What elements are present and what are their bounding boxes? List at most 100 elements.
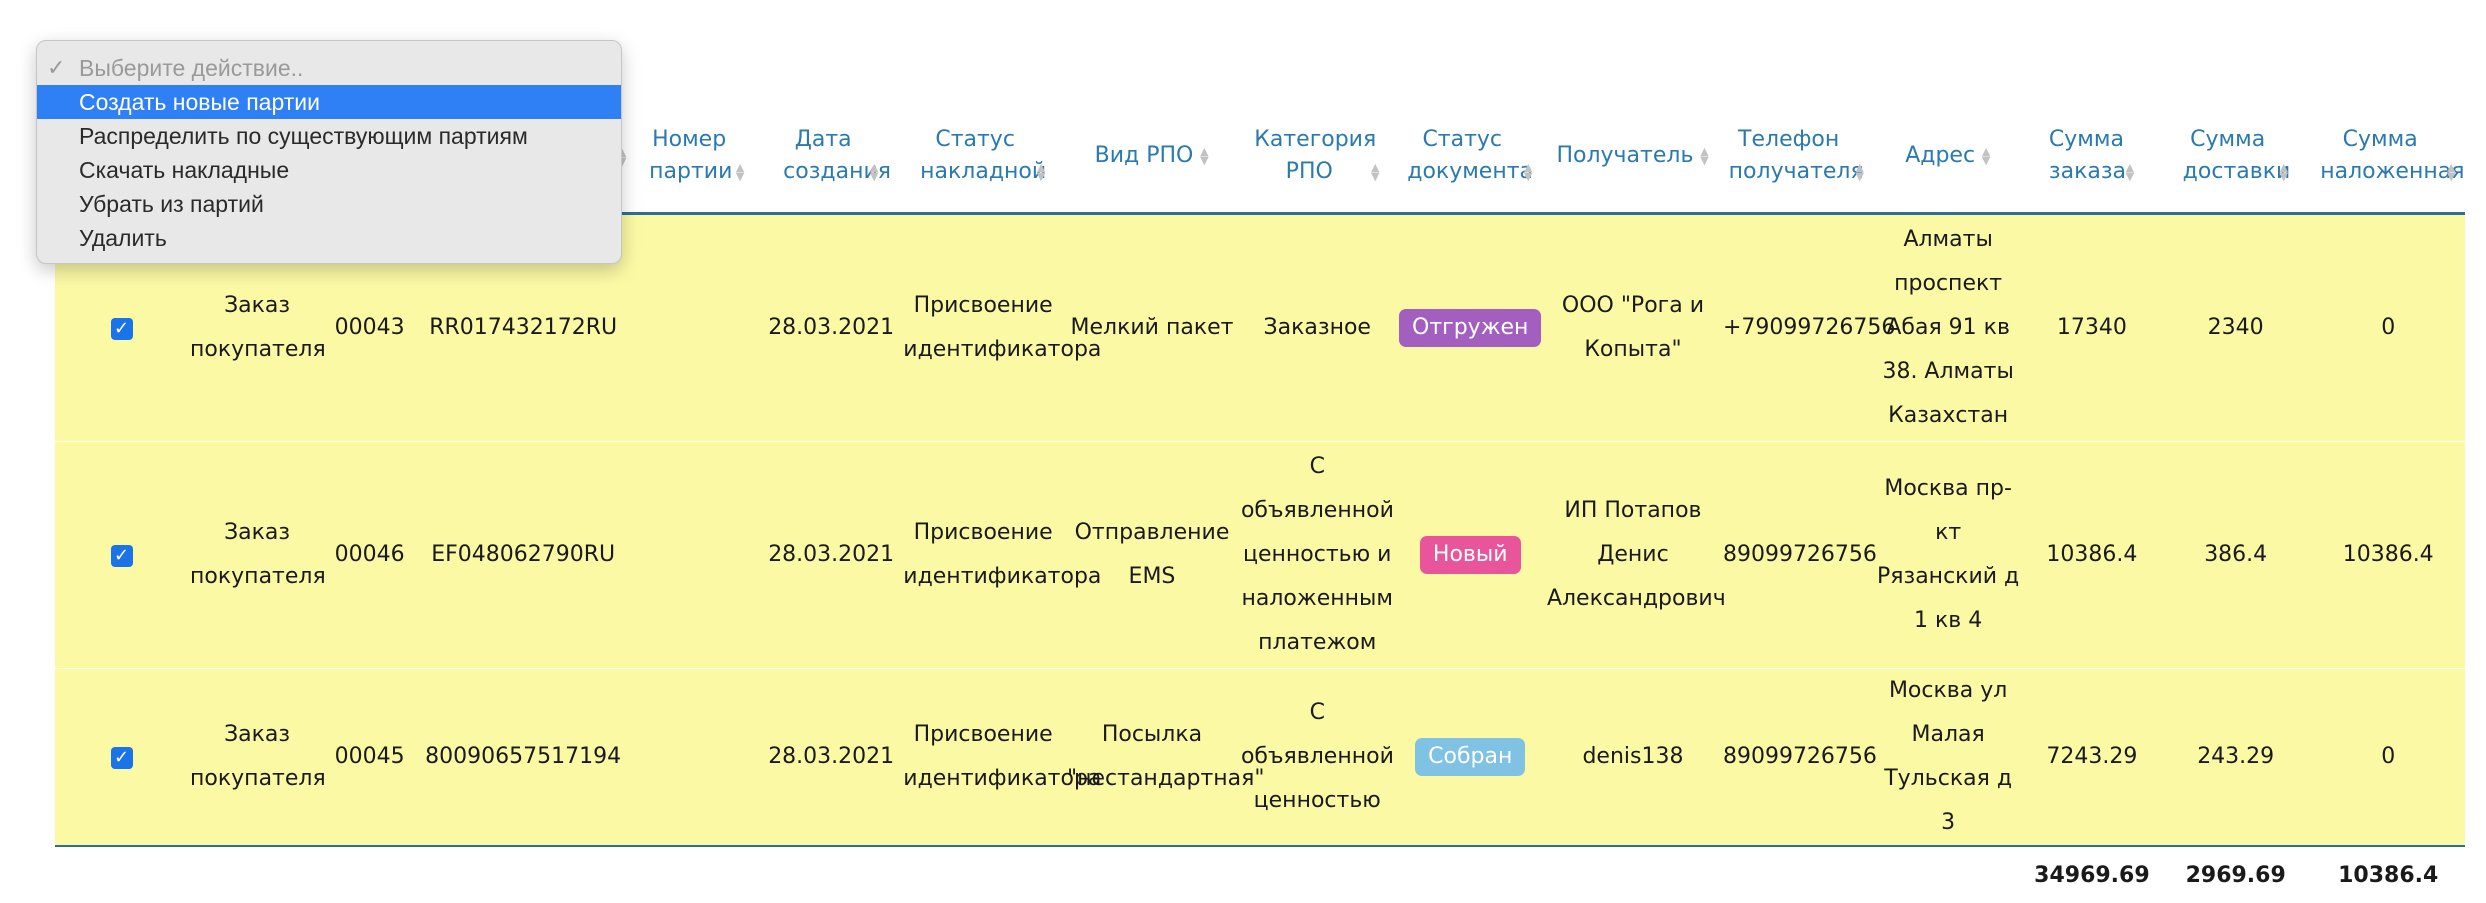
header-label: Номер партии [649,127,733,184]
header-address[interactable]: Адрес▲▼ [1872,100,2024,215]
address-cell: Алматы проспект Абая 91 кв 38. Алматы Ка… [1872,213,2024,442]
address-cell: Москва ул Малая Тульская д 3 [1872,668,2024,847]
rpo-category-cell: С объявленной ценностью [1238,668,1396,847]
header-label: Сумма доставки [2182,127,2291,184]
total-delivery-sum: 2969.69 [2159,846,2312,903]
sort-arrows-icon[interactable]: ▲▼ [1371,161,1380,183]
menu-item-distribute-batches[interactable]: Распределить по существующим партиям [37,119,621,153]
header-rpo-type[interactable]: Вид РПО ▲▼ [1065,100,1239,215]
header-label: Адрес [1905,143,1976,168]
sort-arrows-icon[interactable]: ▲▼ [1855,161,1864,183]
menu-item-label: Создать новые партии [79,89,320,115]
sort-arrows-icon[interactable]: ▲▼ [2279,161,2288,183]
sort-arrows-icon[interactable]: ▲▼ [617,146,627,168]
menu-item-download-waybills[interactable]: Скачать накладные [37,153,621,187]
doc-status-cell: Собран [1395,668,1545,847]
sort-arrows-icon[interactable]: ▲▼ [869,161,879,183]
date-cell: 28.03.2021 [761,213,902,442]
menu-item-delete[interactable]: Удалить [37,221,621,255]
rpo-type-cell: Мелкий пакет [1065,213,1239,442]
menu-item-label: Скачать накладные [79,157,290,183]
header-label: Сумма заказа [2048,127,2127,184]
action-dropdown-menu[interactable]: ✓ Выберите действие.. Создать новые парт… [36,40,622,264]
header-recipient-phone[interactable]: Телефон получателя▲▼ [1720,100,1873,215]
tracking-cell: 80090657517194 [413,668,634,847]
waybill-status-cell: Присвоение идентификатора [901,213,1101,442]
doc-status-cell: Новый [1395,441,1545,669]
phone-cell: +79099726756 [1720,213,1895,442]
waybill-status-cell: Присвоение идентификатора [901,441,1101,669]
header-recipient[interactable]: Получатель ▲▼ [1544,100,1721,215]
header-cod-sum[interactable]: Сумма наложенная▲▼ [2311,100,2465,215]
order-sum-cell: 10386.4 [2023,441,2160,669]
total-cod-sum: 10386.4 [2311,846,2465,903]
rpo-category-cell: С объявленной ценностью и наложенным пла… [1238,441,1396,669]
tracking-cell: EF048062790RU [413,441,634,669]
checkbox-checked-icon[interactable]: ✓ [110,747,133,769]
rpo-category-cell: Заказное [1238,213,1396,442]
sort-arrows-icon[interactable]: ▲▼ [1200,145,1209,167]
menu-item-label: Убрать из партий [79,191,264,217]
number-cell: 00046 [326,441,414,669]
cod-sum-cell: 10386.4 [2311,441,2465,669]
delivery-sum-cell: 243.29 [2159,668,2312,847]
status-badge: Новый [1419,536,1521,574]
sort-arrows-icon[interactable]: ▲▼ [2446,161,2456,183]
header-label: Сумма наложенная [2320,127,2465,184]
row-select-cell[interactable]: ✓ [55,668,189,847]
phone-cell: 89099726756 [1720,668,1877,847]
header-batch-number[interactable]: Номер партии▲▼ [633,100,762,215]
checkmark-icon: ✓ [47,55,66,80]
delivery-sum-cell: 2340 [2159,213,2312,442]
table-row[interactable]: ✓ Заказ покупателя 00045 80090657517194 … [55,668,2465,847]
sort-arrows-icon[interactable]: ▲▼ [735,161,745,183]
menu-item-remove-from-batches[interactable]: Убрать из партий [37,187,621,221]
header-created-date[interactable]: Дата создания▲▼ [761,100,902,215]
rpo-type-cell: Отправление EMS [1065,441,1239,669]
sort-arrows-icon[interactable]: ▲▼ [1700,145,1709,167]
header-document-status[interactable]: Статус документа▲▼ [1395,100,1545,215]
checkbox-checked-icon[interactable]: ✓ [110,318,133,340]
sort-arrows-icon[interactable]: ▲▼ [1524,161,1533,183]
delivery-sum-cell: 386.4 [2159,441,2312,669]
batch-cell [633,668,762,847]
order-sum-cell: 17340 [2023,213,2160,442]
number-cell: 00045 [326,668,414,847]
status-badge: Отгружен [1399,309,1542,347]
header-label: Статус накладной [920,127,1047,184]
status-badge: Собран [1415,738,1526,776]
header-label: Статус документа [1407,127,1534,184]
total-order-sum: 34969.69 [2023,846,2160,903]
sort-arrows-icon[interactable]: ▲▼ [1981,145,1991,167]
sort-arrows-icon[interactable]: ▲▼ [1036,161,1046,183]
header-label: Вид РПО [1094,143,1194,168]
recipient-cell: ООО "Рога и Копыта" [1544,213,1721,442]
doc-type-cell: Заказ покупателя [188,441,327,669]
date-cell: 28.03.2021 [761,668,902,847]
menu-item-label: Распределить по существующим партиям [79,123,528,149]
header-order-sum[interactable]: Сумма заказа▲▼ [2023,100,2160,215]
menu-item-label: Удалить [79,225,167,251]
address-cell: Москва пр-кт Рязанский д 1 кв 4 [1872,441,2024,669]
order-sum-cell: 7243.29 [2023,668,2160,847]
totals-row: 34969.69 2969.69 10386.4 [55,846,2465,903]
row-select-cell[interactable]: ✓ [55,441,189,669]
waybill-status-cell: Присвоение идентификатора [901,668,1101,847]
menu-item-label: Выберите действие.. [79,55,304,81]
recipient-cell: ИП Потапов Денис Александрович [1544,441,1726,669]
phone-cell: 89099726756 [1720,441,1877,669]
header-label: Получатель [1556,143,1694,168]
doc-type-cell: Заказ покупателя [188,668,327,847]
menu-item-create-batches[interactable]: Создать новые партии [37,85,621,119]
header-rpo-category[interactable]: Категория РПО▲▼ [1238,100,1396,215]
checkbox-checked-icon[interactable]: ✓ [110,545,133,567]
recipient-cell: denis138 [1544,668,1721,847]
rpo-type-cell: Посылка "нестандартная" [1065,668,1265,847]
cod-sum-cell: 0 [2311,668,2465,847]
batch-cell [633,213,762,442]
table-row[interactable]: ✓ Заказ покупателя 00046 EF048062790RU 2… [55,441,2465,669]
sort-arrows-icon[interactable]: ▲▼ [2125,161,2135,183]
action-placeholder-item: ✓ Выберите действие.. [37,51,621,85]
header-delivery-sum[interactable]: Сумма доставки▲▼ [2159,100,2312,215]
header-waybill-status[interactable]: Статус накладной▲▼ [901,100,1065,215]
